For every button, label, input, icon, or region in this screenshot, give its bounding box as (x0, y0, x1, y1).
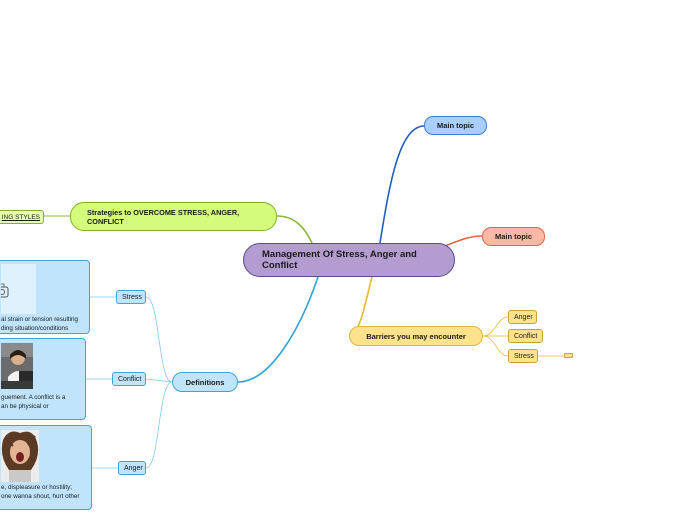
barrier-item-conflict[interactable]: Conflict (508, 329, 543, 343)
strategies-topic-label: Strategies to OVERCOME STRESS, ANGER, CO… (87, 207, 240, 226)
link-central-main-topic-2 (444, 235, 483, 247)
barrier-item-label: Stress (514, 352, 534, 360)
stress-definition-card[interactable]: al strain or tension resulting ding situ… (0, 260, 90, 334)
main-topic-1[interactable]: Main topic (424, 116, 487, 135)
empty-subtopic[interactable] (564, 353, 573, 358)
link-definitions-conflict (145, 378, 173, 383)
conflict-definition-card[interactable]: guement. A conflict is a an be physical … (0, 338, 86, 420)
camera-icon (1, 264, 36, 314)
central-topic-label: Management Of Stress, Anger and Conflict (262, 249, 417, 271)
main-topic-1-label: Main topic (436, 121, 475, 130)
central-topic[interactable]: Management Of Stress, Anger and Conflict (243, 243, 455, 277)
link-central-main-topic-1 (379, 125, 425, 244)
screaming-woman-icon (1, 430, 39, 482)
definition-item-label: Stress (122, 293, 142, 301)
link-central-strategies (276, 215, 313, 244)
anger-definition-line-2: one wanna shout, hurt other (1, 492, 80, 500)
strategies-topic[interactable]: Strategies to OVERCOME STRESS, ANGER, CO… (70, 202, 277, 231)
main-topic-2[interactable]: Main topic (482, 227, 545, 246)
main-topic-2-label: Main topic (494, 232, 533, 241)
link-definitions-anger (145, 381, 173, 469)
person-at-computer-icon (1, 343, 33, 389)
styles-subtopic-label: ING STYLES (1, 213, 40, 221)
anger-definition-line-1: e, displeasure or hostility; (1, 484, 73, 491)
anger-definition-card[interactable]: e, displeasure or hostility; one wanna s… (0, 425, 92, 510)
definition-item-anger[interactable]: Anger (118, 461, 146, 475)
definition-item-conflict[interactable]: Conflict (112, 372, 146, 386)
conflict-definition-line-2: an be physical or (1, 402, 49, 410)
barriers-topic[interactable]: Barriers you may encounter (349, 326, 483, 346)
barrier-item-label: Anger (514, 313, 533, 321)
link-central-definitions (237, 276, 319, 383)
conflict-definition-line-1: guement. A conflict is a (1, 394, 66, 401)
stress-definition-line-1: al strain or tension resulting (1, 316, 79, 323)
styles-subtopic[interactable]: ING STYLES (0, 210, 44, 224)
link-barriers-stress (482, 335, 509, 357)
definition-item-label: Anger (124, 464, 143, 472)
definitions-topic[interactable]: Definitions (172, 372, 238, 392)
barriers-topic-label: Barriers you may encounter (366, 331, 466, 341)
stress-definition-line-2: ding situation/conditions (1, 324, 69, 332)
definition-item-stress[interactable]: Stress (116, 290, 146, 304)
definition-item-label: Conflict (118, 375, 142, 383)
link-barriers-anger (482, 316, 509, 337)
link-central-barriers (357, 276, 373, 327)
barrier-item-anger[interactable]: Anger (508, 310, 537, 324)
barrier-item-label: Conflict (514, 332, 538, 340)
link-definitions-stress (145, 296, 173, 383)
definitions-topic-label: Definitions (185, 377, 225, 387)
barrier-item-stress[interactable]: Stress (508, 349, 538, 363)
